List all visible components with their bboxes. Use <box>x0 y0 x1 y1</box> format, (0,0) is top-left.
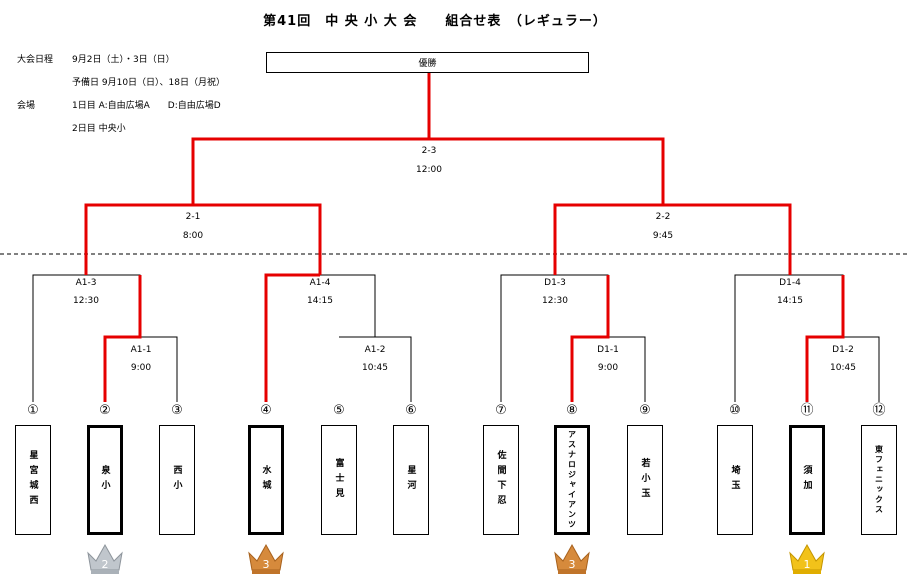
schedule-dates: 9月2日（土）・3日（日） <box>72 55 175 65</box>
crown-bronze-icon: 3 <box>554 543 590 574</box>
bracket-winner-path <box>84 73 845 402</box>
venue-day2: 2日目 中央小 <box>72 124 126 134</box>
bracket-base <box>32 274 880 402</box>
match-a12: A1-2 10:45 <box>340 345 410 374</box>
team-name: 若小玉 <box>639 457 650 503</box>
match-code: A1-3 <box>75 278 97 288</box>
match-d11: D1-1 9:00 <box>573 345 643 374</box>
team-name: 星河 <box>405 465 416 495</box>
team-number: ② <box>99 403 111 418</box>
team-box: 若小玉 <box>627 425 663 535</box>
crown-bronze-icon: 3 <box>248 543 284 574</box>
team-box: 東フェニックス <box>861 425 897 535</box>
match-time: 10:45 <box>830 363 856 373</box>
team-name: 佐間下忍 <box>495 450 506 510</box>
venue-day1: 1日目 A:自由広場A D:自由広場D <box>72 101 221 111</box>
team-name: 星宮城西 <box>27 450 38 510</box>
crown-place: 2 <box>102 558 109 571</box>
team-number: ⑧ <box>566 403 578 418</box>
team-box: 須加 <box>789 425 825 535</box>
crown-silver-icon: 2 <box>87 543 123 574</box>
match-sf2: 2-2 9:45 <box>628 212 698 242</box>
match-time: 10:45 <box>362 363 388 373</box>
team-number: ⑪ <box>800 403 814 418</box>
match-time: 9:00 <box>130 363 152 373</box>
team-box: 星宮城西 <box>15 425 51 535</box>
match-a11: A1-1 9:00 <box>106 345 176 374</box>
match-time: 9:00 <box>597 363 619 373</box>
champion-box: 優勝 <box>266 52 589 73</box>
crown-place: 3 <box>569 558 576 571</box>
team-name: 西小 <box>171 465 182 495</box>
match-time: 14:15 <box>307 296 333 306</box>
match-time: 8:00 <box>182 231 204 241</box>
team-number: ① <box>27 403 39 418</box>
match-final: 2-3 12:00 <box>394 146 464 176</box>
match-time: 9:45 <box>652 231 674 241</box>
match-code: 2-2 <box>655 212 671 222</box>
team-number: ⑥ <box>405 403 417 418</box>
team-name: アスナロジャイアンツ <box>567 430 577 530</box>
match-code: D1-3 <box>544 278 566 288</box>
crown-place: 1 <box>804 558 811 571</box>
team-name: 泉小 <box>99 465 110 495</box>
match-time: 12:30 <box>73 296 99 306</box>
team-name: 東フェニックス <box>874 445 884 515</box>
team-box: 西小 <box>159 425 195 535</box>
team-number: ⑤ <box>333 403 345 418</box>
team-name: 水城 <box>260 465 271 495</box>
match-d12: D1-2 10:45 <box>808 345 878 374</box>
crown-gold-icon: 1 <box>789 543 825 574</box>
match-code: D1-4 <box>779 278 801 288</box>
team-box: 泉小 <box>87 425 123 535</box>
team-box: 富士見 <box>321 425 357 535</box>
match-code: A1-2 <box>364 345 386 355</box>
crown-place: 3 <box>263 558 270 571</box>
team-box: 水城 <box>248 425 284 535</box>
team-number: ⑦ <box>495 403 507 418</box>
page-title: 第41回 中 央 小 大 会 組合せ表 （レギュラー） <box>263 14 607 29</box>
team-name: 埼玉 <box>729 465 740 495</box>
schedule-reserve: 予備日 9月10日（日）、18日（月祝） <box>72 78 225 88</box>
match-code: A1-1 <box>130 345 152 355</box>
team-number: ⑨ <box>639 403 651 418</box>
team-number: ⑫ <box>872 403 886 418</box>
team-box: 埼玉 <box>717 425 753 535</box>
match-d13: D1-3 12:30 <box>520 278 590 307</box>
team-box: 佐間下忍 <box>483 425 519 535</box>
match-time: 12:00 <box>416 165 442 175</box>
match-code: D1-2 <box>832 345 854 355</box>
match-sf1: 2-1 8:00 <box>158 212 228 242</box>
match-time: 12:30 <box>542 296 568 306</box>
match-a14: A1-4 14:15 <box>285 278 355 307</box>
match-d14: D1-4 14:15 <box>755 278 825 307</box>
team-number: ③ <box>171 403 183 418</box>
match-time: 14:15 <box>777 296 803 306</box>
team-number: ④ <box>260 403 272 418</box>
team-number: ⑩ <box>729 403 741 418</box>
schedule-label: 大会日程 <box>17 55 54 65</box>
match-a13: A1-3 12:30 <box>51 278 121 307</box>
match-code: D1-1 <box>597 345 619 355</box>
team-name: 富士見 <box>333 457 344 503</box>
team-name: 須加 <box>801 465 812 495</box>
match-code: 2-1 <box>185 212 201 222</box>
venue-label: 会場 <box>17 101 36 111</box>
team-box: アスナロジャイアンツ <box>554 425 590 535</box>
match-code: 2-3 <box>421 146 437 156</box>
match-code: A1-4 <box>309 278 331 288</box>
team-box: 星河 <box>393 425 429 535</box>
